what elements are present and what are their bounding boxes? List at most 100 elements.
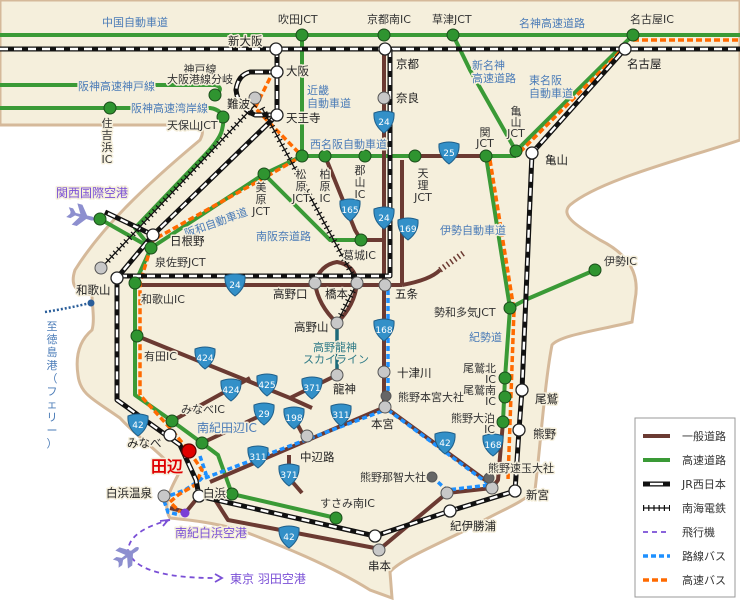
jr-station-node[interactable]	[163, 428, 177, 442]
station-node[interactable]	[377, 91, 391, 105]
station-node[interactable]	[378, 400, 392, 414]
ic-node[interactable]	[626, 28, 640, 42]
station-node[interactable]	[157, 489, 171, 503]
jr-station-node[interactable]	[110, 271, 124, 285]
shrine-node[interactable]	[483, 472, 495, 484]
station-node[interactable]	[330, 368, 344, 382]
ic-node[interactable]	[498, 390, 512, 404]
tanabe-station-node[interactable]	[181, 443, 197, 459]
route-shield: 24	[373, 206, 395, 230]
jr-station-node[interactable]	[192, 489, 206, 503]
label-higashimeihan: 東名阪自動車道	[529, 73, 573, 100]
ic-node[interactable]	[128, 276, 142, 290]
ic-node[interactable]	[446, 28, 460, 42]
label-nagoya-ic: 名古屋IC	[630, 12, 674, 26]
label-wakayama-ic: 和歌山IC	[141, 292, 185, 306]
ic-node[interactable]	[103, 101, 117, 115]
station-node[interactable]	[485, 481, 499, 495]
ic-node[interactable]	[498, 371, 512, 385]
label-koyaguchi: 高野口	[273, 287, 308, 301]
label-haneda[interactable]: 東京 羽田空港	[230, 572, 306, 586]
ic-node[interactable]	[257, 167, 271, 181]
ic-node[interactable]	[295, 28, 309, 42]
ic-node[interactable]	[358, 149, 372, 163]
shrine-node[interactable]	[426, 471, 438, 483]
jr-station-node[interactable]	[515, 383, 529, 397]
legend-label: 一般道路	[682, 429, 726, 443]
label-totsukawa: 十津川	[397, 366, 432, 380]
route-number: 165	[341, 206, 358, 216]
label-katsuragi: 葛城IC	[343, 249, 376, 262]
legend-label: 南海電鉄	[682, 501, 726, 515]
legend-label: 路線バス	[682, 549, 726, 563]
station-node[interactable]	[248, 91, 262, 105]
nanki-shirahama-airport-node[interactable]	[180, 508, 190, 518]
route-number: 198	[285, 414, 302, 424]
nodes	[93, 28, 640, 557]
station-node[interactable]	[372, 543, 386, 557]
jr-station-node[interactable]	[378, 42, 392, 56]
jr-station-node[interactable]	[270, 108, 284, 122]
shrine-node[interactable]	[380, 390, 392, 402]
jr-station-node[interactable]	[368, 529, 382, 543]
ic-node[interactable]	[318, 149, 332, 163]
station-node[interactable]	[350, 276, 364, 290]
label-hashimoto: 橋本	[325, 287, 348, 301]
route-shield: 169	[397, 217, 419, 241]
ic-node[interactable]	[225, 487, 239, 501]
station-node[interactable]	[378, 278, 392, 292]
route-number: 42	[283, 533, 294, 543]
label-owase: 尾鷲	[535, 392, 558, 406]
ic-node[interactable]	[479, 149, 493, 163]
station-node[interactable]	[440, 486, 454, 500]
ic-node[interactable]	[509, 144, 523, 158]
station-node[interactable]	[330, 316, 344, 330]
ic-node[interactable]	[208, 88, 222, 102]
ic-node[interactable]	[195, 436, 209, 450]
ic-node[interactable]	[93, 212, 107, 226]
jr-station-node[interactable]	[443, 504, 457, 518]
jr-station-node[interactable]	[508, 484, 522, 498]
station-node[interactable]	[94, 261, 108, 275]
ic-node[interactable]	[144, 241, 158, 255]
jr-station-node[interactable]	[270, 65, 284, 79]
label-chugoku: 中国自動車道	[102, 15, 168, 29]
label-branch: 神戸線大阪港線分岐	[167, 62, 233, 86]
route-number: 371	[303, 384, 320, 394]
ic-node[interactable]	[165, 414, 179, 428]
route-number: 168	[484, 441, 501, 451]
route-shield: 42	[278, 525, 300, 549]
route-number: 24	[378, 214, 390, 224]
label-nanki-shirahama-airport: 南紀白浜空港	[175, 525, 247, 540]
ic-node[interactable]	[295, 149, 309, 163]
label-osaka: 大阪	[286, 64, 309, 78]
ic-node[interactable]	[130, 329, 144, 343]
ic-node[interactable]	[354, 233, 368, 247]
label-kushimoto: 串本	[368, 559, 391, 573]
ic-node[interactable]	[216, 110, 230, 124]
station-node[interactable]	[377, 365, 391, 379]
station-node[interactable]	[308, 276, 322, 290]
jr-station-node[interactable]	[618, 42, 632, 56]
route-shield: 198	[283, 406, 305, 430]
legend-label: 飛行機	[682, 525, 715, 539]
label-nishimeihan: 西名阪自動車道	[310, 137, 387, 151]
route-shield: 311	[247, 445, 269, 469]
route-shield: 424	[194, 346, 216, 370]
ic-node[interactable]	[503, 301, 517, 315]
jr-station-node[interactable]	[146, 228, 160, 242]
ic-node[interactable]	[329, 511, 343, 525]
ic-node[interactable]	[377, 28, 391, 42]
ic-node[interactable]	[408, 149, 422, 163]
label-kameyama: 亀山	[545, 153, 568, 167]
label-hanshin-kobe: 阪神高速神戸線	[78, 79, 155, 93]
jr-station-node[interactable]	[525, 146, 539, 160]
jr-station-node[interactable]	[512, 423, 526, 437]
label-hineno: 日根野	[170, 234, 205, 248]
ic-node[interactable]	[496, 415, 510, 429]
station-node[interactable]	[300, 429, 314, 443]
jr-station-node[interactable]	[269, 42, 283, 56]
ic-node[interactable]	[588, 263, 602, 277]
